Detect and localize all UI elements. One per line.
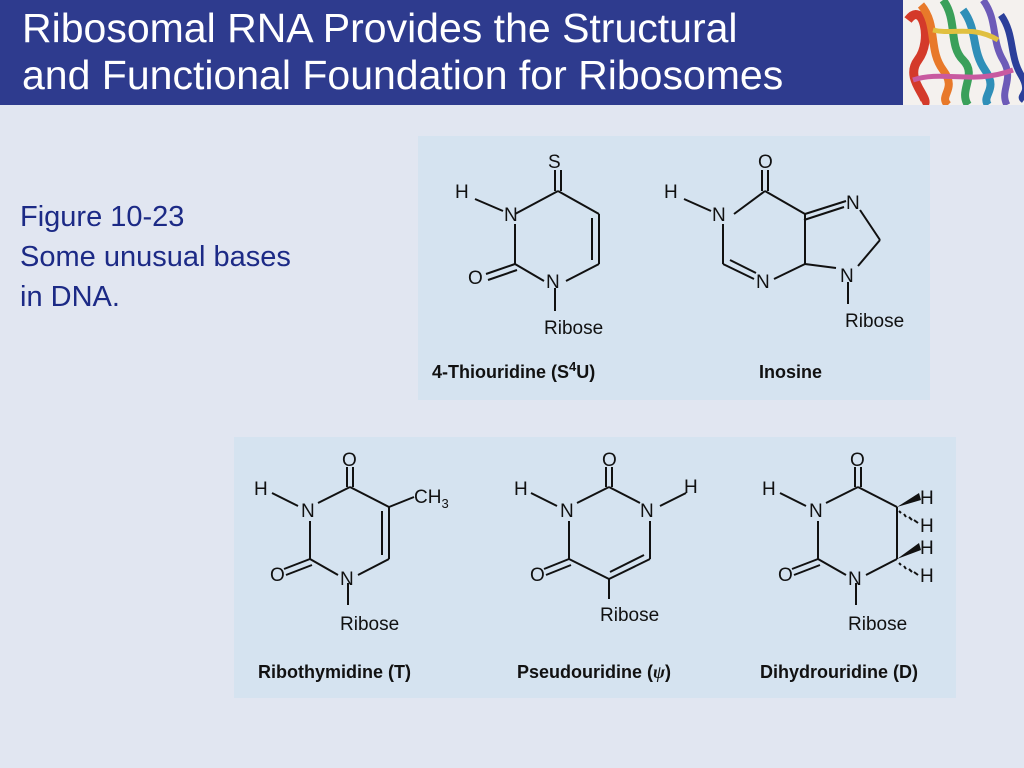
inosine-n1-atom: N (712, 205, 726, 226)
inosine-n3-atom: N (756, 272, 770, 293)
pseudouridine-n-left-atom: N (560, 501, 574, 522)
dihydrouridine-o4-atom: O (850, 450, 865, 471)
top-structures-figure: S H N N O Ribose 4-Thiouridine (S4U) (432, 152, 904, 382)
slide-header: Ribosomal RNA Provides the Structural an… (0, 0, 1024, 105)
ribothymidine-o4-atom: O (342, 450, 357, 471)
pseudouridine-structure: O H H N N O Ribose Pseudouridine (ψ) (514, 450, 698, 682)
bottom-structures-figure: O H N CH3 O N Ribose Ribothymidine (T) (254, 450, 934, 682)
inosine-structure: O H N N N N Ribose Inosine (664, 152, 904, 382)
pseudouridine-name-end: ) (665, 662, 671, 682)
pseudouridine-h-right-atom: H (684, 477, 698, 498)
dihydrouridine-ribose-label: Ribose (848, 614, 907, 635)
ribothymidine-h-atom: H (254, 479, 268, 500)
protein-ribbon-image (903, 0, 1024, 105)
slide-title: Ribosomal RNA Provides the Structural an… (22, 5, 892, 99)
dihydrouridine-h6b-atom: H (920, 566, 934, 587)
thiouridine-n1-atom: N (546, 272, 560, 293)
inosine-o-atom: O (758, 152, 773, 173)
ribothymidine-methyl-ch: CH (414, 487, 441, 508)
protein-ribbon-thumbnail (903, 0, 1024, 105)
bottom-structures-panel: O H N CH3 O N Ribose Ribothymidine (T) (234, 437, 956, 698)
inosine-n9-atom: N (840, 266, 854, 287)
thiouridine-name: 4-Thiouridine (S4U) (432, 359, 595, 382)
caption-figure-number: Figure 10-23 (20, 201, 185, 233)
ribothymidine-methyl-group: CH3 (414, 487, 449, 511)
dihydrouridine-n3-atom: N (809, 501, 823, 522)
inosine-n7-atom: N (846, 193, 860, 214)
dihydrouridine-structure: O H N H H H H O N Ribose Dihydrouridine … (760, 450, 934, 682)
caption-line-3: in DNA. (20, 281, 120, 313)
ribothymidine-methyl-sub: 3 (441, 496, 448, 511)
ribothymidine-structure: O H N CH3 O N Ribose Ribothymidine (T) (254, 450, 449, 682)
dihydrouridine-name: Dihydrouridine (D) (760, 662, 918, 682)
pseudouridine-ribose-label: Ribose (600, 605, 659, 626)
thiouridine-name-text: 4-Thiouridine (S (432, 362, 569, 382)
thiouridine-s-atom: S (548, 152, 561, 173)
dihydrouridine-n1-atom: N (848, 569, 862, 590)
thiouridine-n3-atom: N (504, 205, 518, 226)
dihydrouridine-h-atom: H (762, 479, 776, 500)
pseudouridine-name-text: Pseudouridine ( (517, 662, 653, 682)
inosine-name: Inosine (759, 362, 822, 382)
inosine-ribose-label: Ribose (845, 311, 904, 332)
slide-title-line-1: Ribosomal RNA Provides the Structural (22, 5, 738, 51)
pseudouridine-psi-symbol: ψ (653, 662, 666, 682)
thiouridine-name-sup: 4 (569, 359, 577, 374)
pseudouridine-n-right-atom: N (640, 501, 654, 522)
ribothymidine-n1-atom: N (340, 569, 354, 590)
inosine-h-atom: H (664, 182, 678, 203)
pseudouridine-o-left-atom: O (530, 565, 545, 586)
thiouridine-name-end: U) (576, 362, 595, 382)
ribothymidine-n3-atom: N (301, 501, 315, 522)
ribothymidine-name: Ribothymidine (T) (258, 662, 411, 682)
thiouridine-o-atom: O (468, 268, 483, 289)
dihydrouridine-h5b-atom: H (920, 516, 934, 537)
figure-caption: Figure 10-23 Some unusual bases in DNA. (20, 197, 380, 317)
slide-title-line-2: and Functional Foundation for Ribosomes (22, 52, 784, 98)
pseudouridine-h-left-atom: H (514, 479, 528, 500)
thiouridine-ribose-label: Ribose (544, 318, 603, 339)
dihydrouridine-h6a-atom: H (920, 538, 934, 559)
pseudouridine-name: Pseudouridine (ψ) (517, 662, 671, 682)
top-structures-panel: S H N N O Ribose 4-Thiouridine (S4U) (418, 136, 930, 400)
dihydrouridine-h5a-atom: H (920, 488, 934, 509)
ribothymidine-ribose-label: Ribose (340, 614, 399, 635)
pseudouridine-o-top-atom: O (602, 450, 617, 471)
ribothymidine-o2-atom: O (270, 565, 285, 586)
caption-line-2: Some unusual bases (20, 241, 291, 273)
dihydrouridine-o2-atom: O (778, 565, 793, 586)
thiouridine-h-atom: H (455, 182, 469, 203)
thiouridine-structure: S H N N O Ribose 4-Thiouridine (S4U) (432, 152, 603, 382)
